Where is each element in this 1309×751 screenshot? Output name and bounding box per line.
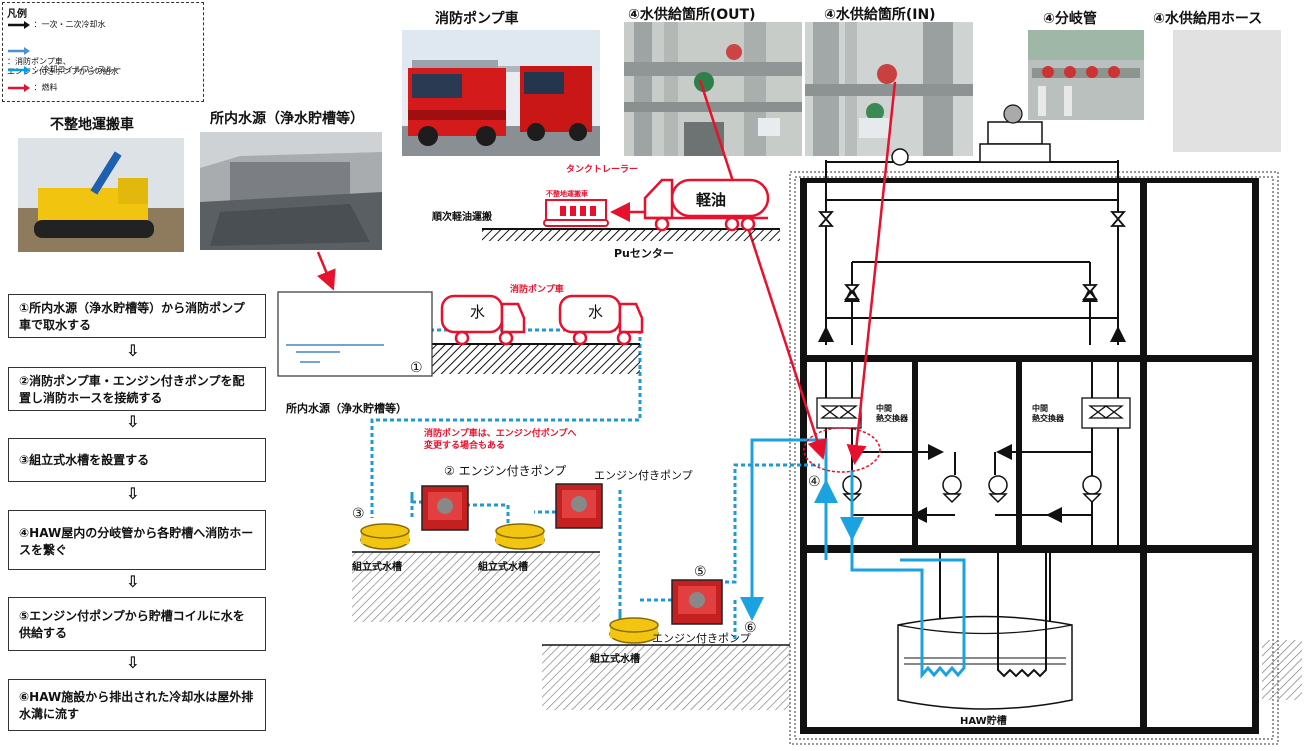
tank-c-label: 組立式水槽	[590, 654, 640, 665]
engine-pump-3-icon	[671, 579, 723, 625]
step-3-box: ③組立式水槽を設置する	[8, 438, 266, 482]
circle-5-label: ⑤	[694, 564, 707, 580]
branch-pipe-title: ④分岐管	[1043, 11, 1097, 27]
legend-text: ：冷却コイルワンスルー	[33, 65, 122, 74]
valve-icons	[818, 211, 1126, 300]
primary-piping	[818, 160, 1126, 625]
hose-photo-placeholder	[1173, 30, 1281, 152]
step-5-box: ⑤エンジン付ポンプから貯槽コイルに水を供給する	[8, 597, 266, 651]
step-arrow-2: ⇩	[126, 412, 140, 431]
hose-title: ④水供給用ホース	[1153, 11, 1263, 27]
cyan-arrow-icon	[8, 66, 30, 74]
step-4-box: ④HAW屋内の分岐管から各貯槽へ消防ホースを繋ぐ	[8, 510, 266, 570]
rough-terrain-small-label: 不整地運搬車	[546, 190, 588, 198]
pump-note-line1: 消防ポンプ車は、エンジン付ポンプへ	[424, 429, 577, 439]
building-walls	[800, 178, 1259, 734]
fire-pump-truck-label: 消防ポンプ車	[510, 285, 564, 295]
rough-terrain-photo	[18, 138, 184, 252]
water-source-caption: 所内水源（浄水貯槽等）	[286, 402, 407, 415]
fire-pump-truck-1-icon	[440, 294, 526, 346]
legend-item-primary: ：一次・二次冷却水	[7, 20, 106, 31]
cooler-fan-icon	[891, 104, 1051, 166]
water-out-title: ④水供給箇所(OUT)	[628, 7, 756, 23]
legend-item-coil: ：冷却コイルワンスルー	[7, 65, 121, 76]
pump-5-label: エンジン付きポンプ	[652, 632, 751, 645]
ground-sections	[352, 228, 1302, 710]
fire-truck-title: 消防ポンプ車	[435, 11, 519, 27]
hx-left-label: 中間 熱交換器	[876, 404, 908, 423]
step-arrow-4: ⇩	[126, 572, 140, 591]
haw-tank	[897, 553, 1073, 710]
water-source-title: 所内水源（浄水貯槽等）	[210, 111, 364, 127]
circle-4-label: ④	[808, 474, 821, 490]
water-source-photo	[200, 132, 382, 250]
branch-pipe-photo	[1028, 30, 1144, 120]
engine-pump-1-icon	[421, 485, 469, 531]
pump-label: エンジン付きポンプ	[594, 469, 693, 482]
pump-2-label: ② エンジン付きポンプ	[444, 464, 567, 478]
water-out-photo	[624, 22, 802, 156]
tank-a-label: 組立式水槽	[352, 562, 402, 573]
legend-item-fuel: ：燃料	[7, 83, 58, 94]
circle-1-label: ①	[410, 360, 423, 376]
tank-b-label: 組立式水槽	[478, 562, 528, 573]
haw-tank-label: HAW貯槽	[960, 716, 1007, 727]
highlight-circle	[803, 427, 881, 473]
heat-exchanger-right-icon	[1081, 397, 1131, 429]
fire-hose-lines	[370, 328, 820, 640]
black-arrow-icon	[8, 21, 30, 29]
water-char-1: 水	[470, 303, 486, 321]
tank-trailer-label: タンクトレーラー	[566, 165, 639, 175]
red-arrow-icon	[8, 84, 30, 92]
step-1-box: ①所内水源（浄水貯槽等）から消防ポンプ車で取水する	[8, 294, 266, 338]
legend: 凡例 ：一次・二次冷却水 ：消防ポンプ車、 エンジン付きポンプからの給水 ：冷却…	[2, 2, 204, 102]
circle-3-label: ③	[352, 506, 365, 522]
pump-icons	[842, 475, 1102, 504]
legend-text: ：消防ポンプ車、 エンジン付きポンプからの給水	[7, 56, 119, 76]
water-char-2: 水	[588, 303, 604, 321]
step-6-box: ⑥HAW施設から排出された冷却水は屋外排水溝に流す	[8, 679, 266, 731]
blue-arrow-icon	[8, 47, 30, 55]
rough-terrain-title: 不整地運搬車	[50, 117, 134, 133]
fire-truck-photo	[402, 30, 600, 156]
hx-right-label: 中間 熱交換器	[1032, 404, 1064, 423]
legend-title: 凡例	[7, 9, 27, 20]
step-arrow-1: ⇩	[126, 341, 140, 360]
assembly-tank-icons	[360, 523, 659, 644]
diesel-label: 軽油	[696, 191, 727, 209]
water-source-basin	[277, 291, 433, 377]
building-frame-outer	[789, 171, 1279, 745]
step-2-box: ②消防ポンプ車・エンジン付きポンプを配置し消防ホースを接続する	[8, 367, 266, 411]
heat-exchanger-left-icon	[816, 397, 862, 429]
diesel-transport-label: 順次軽油運搬	[432, 212, 492, 223]
circle-6-label: ⑥	[744, 620, 757, 636]
legend-text: ：燃料	[33, 83, 58, 92]
fire-pump-truck-2-icon	[558, 294, 644, 346]
legend-item-supply: ：消防ポンプ車、 エンジン付きポンプからの給水	[7, 36, 119, 77]
pu-center-label: Puセンター	[614, 247, 674, 260]
engine-pump-2-icon	[555, 483, 603, 529]
pump-note-line2: 変更する場合もある	[424, 441, 506, 451]
tank-trailer-icon	[643, 178, 770, 232]
step-arrow-5: ⇩	[126, 653, 140, 672]
legend-text: ：一次・二次冷却水	[33, 20, 106, 29]
fuel-lines	[316, 79, 897, 465]
rough-terrain-carrier-icon	[543, 199, 609, 227]
coil-supply-line	[740, 438, 966, 680]
water-in-title: ④水供給箇所(IN)	[824, 7, 936, 23]
step-arrow-3: ⇩	[126, 484, 140, 503]
